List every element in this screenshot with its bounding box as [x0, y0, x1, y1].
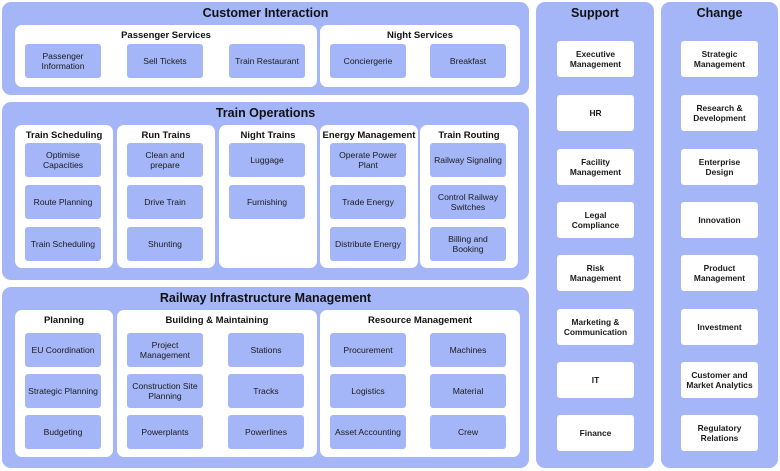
resource-management-panel: Resource Management Procurement Machines…: [320, 310, 520, 457]
facility-management-box[interactable]: Facility Management: [557, 149, 634, 185]
railway-infrastructure-block: Railway Infrastructure Management Planni…: [2, 287, 529, 468]
night-services-panel: Night Services Conciergerie Breakfast: [320, 25, 520, 87]
customer-market-analytics-box[interactable]: Customer and Market Analytics: [681, 362, 758, 398]
machines-box[interactable]: Machines: [430, 333, 506, 367]
train-scheduling-box[interactable]: Train Scheduling: [25, 227, 101, 261]
railway-signaling-box[interactable]: Railway Signaling: [430, 143, 506, 177]
regulatory-relations-box[interactable]: Regulatory Relations: [681, 415, 758, 451]
support-block: Support Executive Management HR Facility…: [536, 2, 654, 468]
sell-tickets-box[interactable]: Sell Tickets: [127, 44, 203, 78]
drive-train-box[interactable]: Drive Train: [127, 185, 203, 219]
hr-box[interactable]: HR: [557, 95, 634, 131]
powerplants-box[interactable]: Powerplants: [127, 415, 203, 449]
powerlines-box[interactable]: Powerlines: [228, 415, 304, 449]
planning-panel: Planning EU Coordination Strategic Plann…: [15, 310, 113, 457]
run-trains-title: Run Trains: [141, 130, 191, 141]
energy-management-panel: Energy Management Operate Power Plant Tr…: [320, 125, 418, 268]
train-operations-title: Train Operations: [215, 106, 316, 120]
innovation-box[interactable]: Innovation: [681, 202, 758, 238]
tracks-box[interactable]: Tracks: [228, 374, 304, 408]
railway-infrastructure-title: Railway Infrastructure Management: [159, 291, 372, 305]
project-management-box[interactable]: Project Management: [127, 333, 203, 367]
train-operations-block: Train Operations Train Scheduling Optimi…: [2, 102, 529, 280]
executive-management-box[interactable]: Executive Management: [557, 41, 634, 77]
distribute-energy-box[interactable]: Distribute Energy: [330, 227, 406, 261]
research-development-box[interactable]: Research & Development: [681, 95, 758, 131]
train-restaurant-box[interactable]: Train Restaurant: [229, 44, 305, 78]
building-maintaining-title: Building & Maintaining: [165, 315, 269, 326]
train-routing-panel: Train Routing Railway Signaling Control …: [420, 125, 518, 268]
logistics-box[interactable]: Logistics: [330, 374, 406, 408]
product-management-box[interactable]: Product Management: [681, 255, 758, 291]
change-block: Change Strategic Management Research & D…: [661, 2, 778, 468]
marketing-communication-box[interactable]: Marketing & Communication: [557, 309, 634, 345]
passenger-services-title: Passenger Services: [121, 30, 211, 41]
clean-and-prepare-box[interactable]: Clean and prepare: [127, 143, 203, 177]
night-trains-panel: Night Trains Luggage Furnishing: [219, 125, 317, 268]
passenger-services-panel: Passenger Services Passenger Information…: [15, 25, 317, 87]
planning-title: Planning: [43, 315, 85, 326]
breakfast-box[interactable]: Breakfast: [430, 44, 506, 78]
night-services-title: Night Services: [387, 30, 453, 41]
crew-box[interactable]: Crew: [430, 415, 506, 449]
trade-energy-box[interactable]: Trade Energy: [330, 185, 406, 219]
material-box[interactable]: Material: [430, 374, 506, 408]
construction-site-planning-box[interactable]: Construction Site Planning: [127, 374, 203, 408]
luggage-box[interactable]: Luggage: [229, 143, 305, 177]
train-scheduling-title: Train Scheduling: [25, 130, 103, 141]
asset-accounting-box[interactable]: Asset Accounting: [330, 415, 406, 449]
procurement-box[interactable]: Procurement: [330, 333, 406, 367]
train-routing-title: Train Routing: [438, 130, 500, 141]
enterprise-design-box[interactable]: Enterprise Design: [681, 149, 758, 185]
energy-management-title: Energy Management: [322, 130, 416, 141]
optimise-capacities-box[interactable]: Optimise Capacities: [25, 143, 101, 177]
change-title: Change: [696, 6, 743, 20]
furnishing-box[interactable]: Furnishing: [229, 185, 305, 219]
it-box[interactable]: IT: [557, 362, 634, 398]
operate-power-plant-box[interactable]: Operate Power Plant: [330, 143, 406, 177]
customer-interaction-title: Customer Interaction: [202, 6, 329, 20]
resource-management-title: Resource Management: [367, 315, 472, 326]
strategic-planning-box[interactable]: Strategic Planning: [25, 374, 101, 408]
budgeting-box[interactable]: Budgeting: [25, 415, 101, 449]
eu-coordination-box[interactable]: EU Coordination: [25, 333, 101, 367]
legal-compliance-box[interactable]: Legal Compliance: [557, 202, 634, 238]
train-scheduling-panel: Train Scheduling Optimise Capacities Rou…: [15, 125, 113, 268]
stations-box[interactable]: Stations: [228, 333, 304, 367]
building-maintaining-panel: Building & Maintaining Project Managemen…: [117, 310, 317, 457]
risk-management-box[interactable]: Risk Management: [557, 255, 634, 291]
investment-box[interactable]: Investment: [681, 309, 758, 345]
customer-interaction-block: Customer Interaction Passenger Services …: [2, 2, 529, 95]
route-planning-box[interactable]: Route Planning: [25, 185, 101, 219]
shunting-box[interactable]: Shunting: [127, 227, 203, 261]
conciergerie-box[interactable]: Conciergerie: [330, 44, 406, 78]
finance-box[interactable]: Finance: [557, 415, 634, 451]
support-title: Support: [571, 6, 619, 20]
run-trains-panel: Run Trains Clean and prepare Drive Train…: [117, 125, 215, 268]
night-trains-title: Night Trains: [240, 130, 296, 141]
control-railway-switches-box[interactable]: Control Railway Switches: [430, 185, 506, 219]
strategic-management-box[interactable]: Strategic Management: [681, 41, 758, 77]
passenger-information-box[interactable]: Passenger Information: [25, 44, 101, 78]
billing-and-booking-box[interactable]: Billing and Booking: [430, 227, 506, 261]
